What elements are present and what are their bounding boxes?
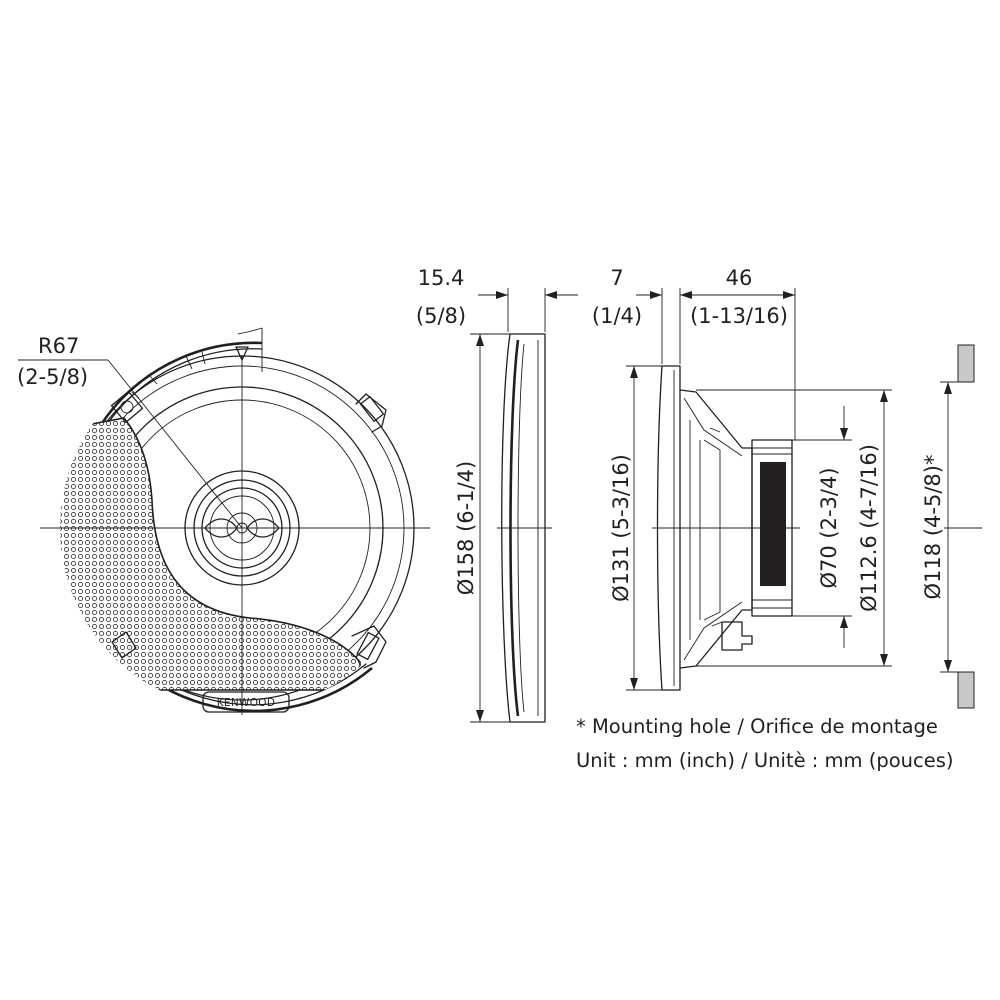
mounting-hole-view: Ø118 (4-5/8)* xyxy=(921,344,982,709)
brand-text: KENWOOD xyxy=(217,697,275,709)
hole-diameter-label: Ø118 (4-5/8)* xyxy=(921,455,945,600)
speaker-side-view: 7 (1/4) 46 (1-13/16) Ø131 (5-3/16) Ø70 (… xyxy=(592,266,892,691)
panel-upper xyxy=(957,344,975,383)
unit-note: Unit : mm (inch) / Unitè : mm (pouces) xyxy=(576,749,954,772)
top-marker xyxy=(235,346,249,361)
mount-depth-label: 46 xyxy=(726,266,753,290)
radius-label: R67 xyxy=(38,334,79,358)
mounting-tab-top-right xyxy=(355,393,387,433)
mounting-tab-top-left xyxy=(110,390,144,424)
magnet xyxy=(751,439,793,617)
grille-depth-inch: (5/8) xyxy=(416,304,466,328)
grille-side-view: 15.4 (5/8) Ø158 (6-1/4) xyxy=(416,266,578,723)
mount-depth-inch: (1-13/16) xyxy=(690,304,788,328)
flange-diameter-label: Ø131 (5-3/16) xyxy=(609,454,633,602)
front-view: KENWOOD R67 (2-5/8) xyxy=(17,327,430,715)
magnet-diameter-label: Ø70 (2-3/4) xyxy=(817,467,841,588)
grille-profile xyxy=(501,333,546,723)
radius-label-inch: (2-5/8) xyxy=(17,365,88,389)
mounting-hole-note: * Mounting hole / Orifice de montage xyxy=(576,715,938,738)
grille-depth-label: 15.4 xyxy=(418,266,465,290)
terminal xyxy=(721,621,753,651)
brand-badge: KENWOOD xyxy=(202,691,290,713)
panel-lower xyxy=(957,671,975,709)
basket-profile xyxy=(679,389,753,669)
grille-diameter-label: Ø158 (6-1/4) xyxy=(454,461,478,595)
mounting-tab-bottom-right xyxy=(351,625,387,669)
mounting-tab-bottom-left xyxy=(111,631,137,659)
flange-thickness-inch: (1/4) xyxy=(592,304,642,328)
flange-thickness-label: 7 xyxy=(610,266,623,290)
grille-mesh xyxy=(60,417,361,691)
basket-diameter-label: Ø112.6 (4-7/16) xyxy=(857,444,881,612)
